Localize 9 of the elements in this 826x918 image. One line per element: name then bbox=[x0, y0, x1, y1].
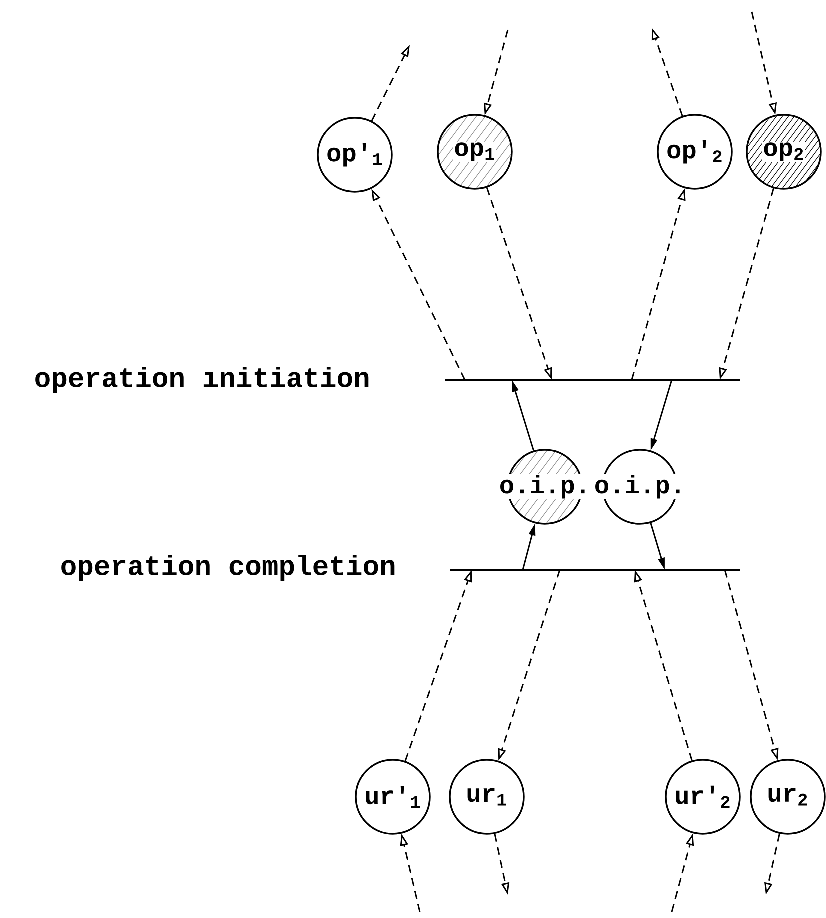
circle-node: ur$_{1}$ bbox=[449, 759, 525, 835]
circle-node: o.i.p. bbox=[594, 449, 686, 525]
circle-node: op'$_{1}$ bbox=[317, 117, 393, 193]
circle-node: ur'$_{1}$ bbox=[355, 759, 431, 835]
circle-node: ur$_{2}$ bbox=[750, 759, 826, 835]
line-label: operation completion bbox=[62, 554, 395, 582]
circle-node: ur'$_{2}$ bbox=[665, 759, 741, 835]
line-label: operation ınitiation bbox=[36, 366, 369, 394]
circle-node: op'$_{2}$ bbox=[657, 114, 733, 190]
